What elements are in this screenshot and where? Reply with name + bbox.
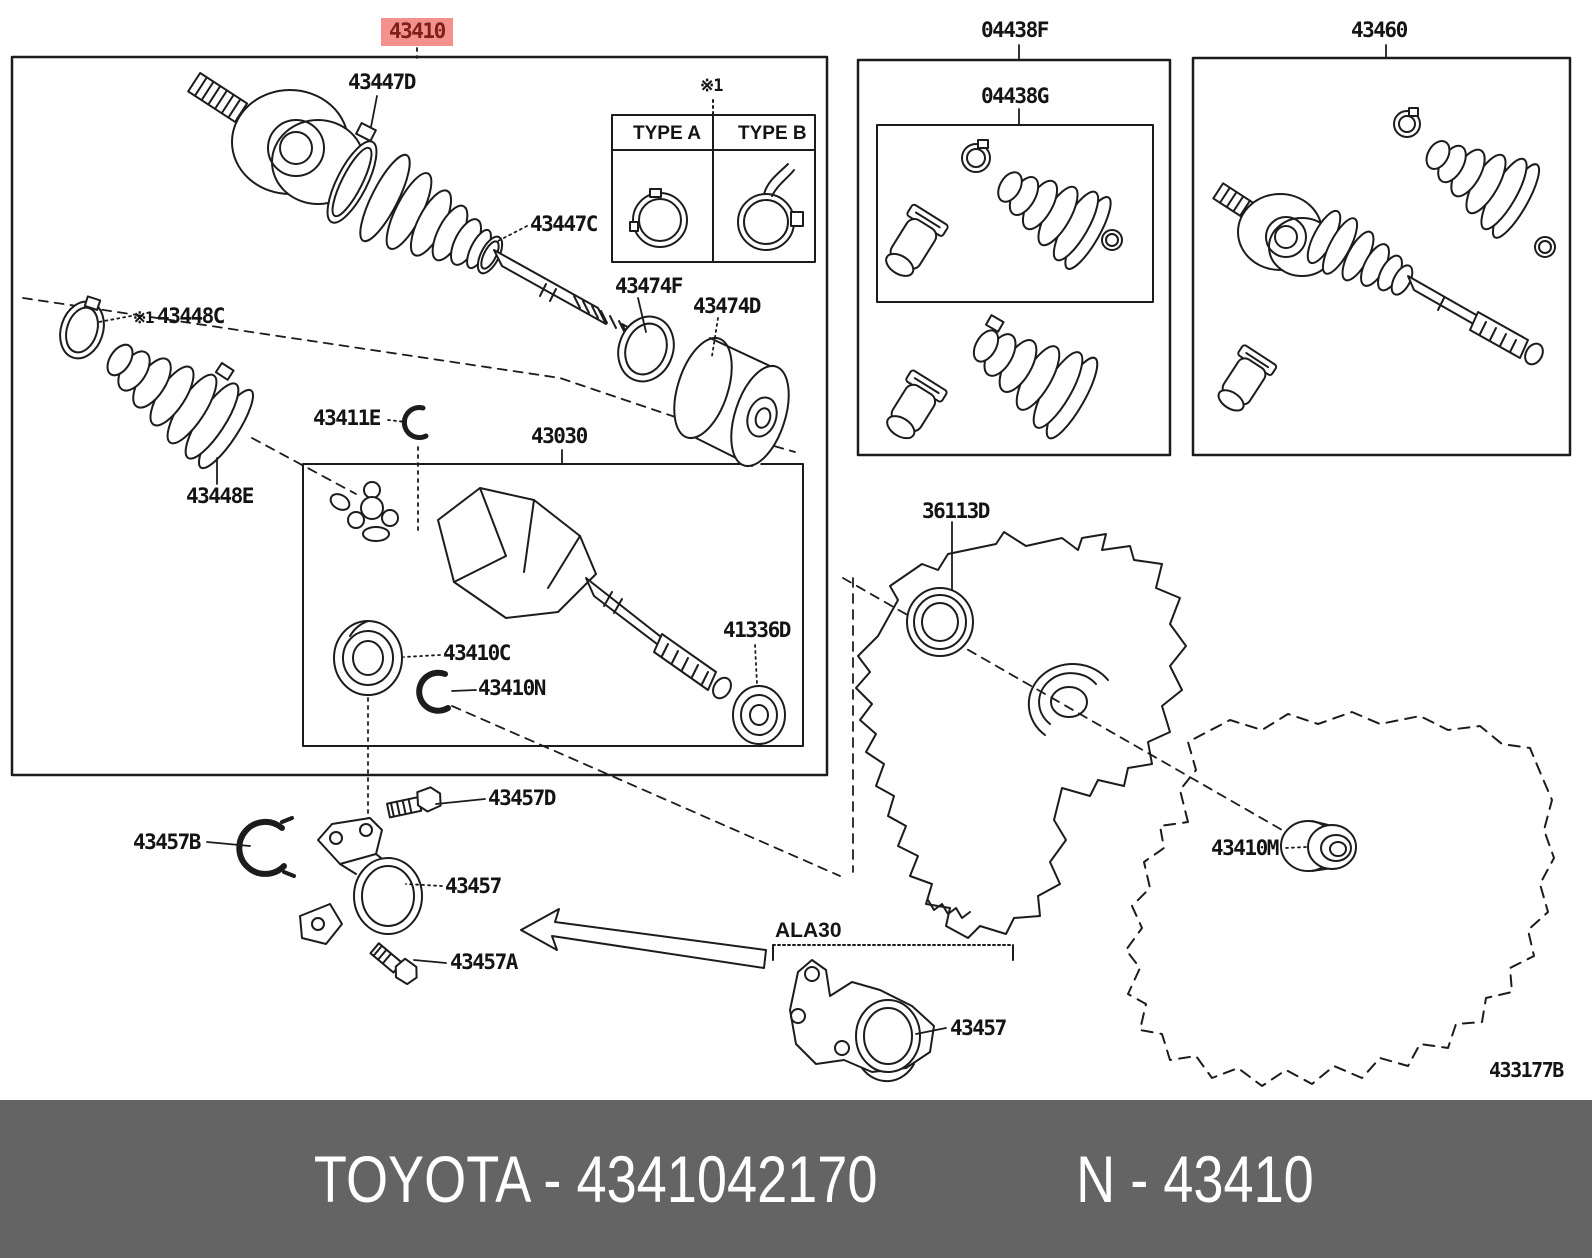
callout-shaft-assy[interactable]: 43460 xyxy=(1351,18,1408,42)
callout-bracket-bolt-lower[interactable]: 43457A xyxy=(450,950,518,974)
grease-tube-drawing xyxy=(885,203,949,277)
clamp-type-table xyxy=(611,99,816,263)
callout-bracket-bolt-upper[interactable]: 43457D xyxy=(488,786,556,810)
banner-brand-part-number: TOYOTA - 4341042170 xyxy=(314,1142,878,1216)
snap-ring-43411e-drawing xyxy=(401,405,429,441)
diagram-line-art xyxy=(10,44,1572,1087)
callout-center-bearing[interactable]: 43410C xyxy=(443,641,511,665)
case-bearing-drawing xyxy=(1280,820,1357,872)
figure-code-label: 433177B xyxy=(1489,1058,1564,1082)
callout-damper[interactable]: 43474D xyxy=(693,294,761,318)
outboard-clamp-drawing xyxy=(326,122,378,224)
type-b-clamp-drawing xyxy=(737,163,804,251)
shaft-assy-drawing xyxy=(1212,107,1556,412)
variant-code-label: ALA30 xyxy=(775,919,842,942)
callout-left-boot[interactable]: 43448E xyxy=(186,484,254,508)
transfer-case-drawing xyxy=(855,531,1187,939)
dotted-leaders xyxy=(98,225,1307,887)
boot-kit-outer-drawing xyxy=(886,314,1099,440)
callout-bracket-clip[interactable]: 43457B xyxy=(133,830,201,854)
inner-joint-housing-drawing xyxy=(437,487,732,700)
boot-kit-box xyxy=(856,58,1172,457)
lower-bolt-drawing xyxy=(369,942,418,986)
damper-ring-drawing xyxy=(617,315,675,383)
bracket-drawing xyxy=(299,817,423,945)
bracket-clip-drawing xyxy=(236,816,296,878)
inner-joint-drawing xyxy=(329,405,786,745)
shaft-bearing-drawing xyxy=(732,685,786,745)
callout-bracket-alt[interactable]: 43457 xyxy=(950,1016,1007,1040)
banner-catalog-number: N - 43410 xyxy=(1075,1142,1314,1216)
part-number-banner: TOYOTA - 4341042170 N - 43410 xyxy=(0,1100,1592,1258)
callout-bearing-snap-ring[interactable]: 43410N xyxy=(478,676,546,700)
front-drive-shaft-drawing xyxy=(187,72,653,349)
damper-drawing xyxy=(673,336,790,468)
selected-part-callout[interactable]: 43410 xyxy=(381,18,453,46)
callout-bracket[interactable]: 43457 xyxy=(445,874,502,898)
type-b-header: TYPE B xyxy=(738,123,807,144)
shaft-assy-box xyxy=(1191,56,1572,457)
type-a-clamp-drawing xyxy=(629,188,688,248)
callout-oil-seal[interactable]: 36113D xyxy=(922,499,990,523)
callout-shaft-snap-ring[interactable]: 43411E xyxy=(313,406,381,430)
callout-boot-kit-inner[interactable]: 04438G xyxy=(981,84,1049,108)
transaxle-outline-drawing xyxy=(1125,711,1555,1087)
note-ref-boot: ※1 xyxy=(133,308,155,327)
main-part-box xyxy=(10,55,829,777)
bearing-snap-ring-drawing xyxy=(416,669,451,714)
callout-boot-kit[interactable]: 04438F xyxy=(981,18,1049,42)
center-bearing-drawing xyxy=(333,620,403,696)
dotted-connectors xyxy=(367,47,419,837)
oil-seal-drawing xyxy=(906,587,974,657)
callout-damper-ring[interactable]: 43474F xyxy=(615,274,683,298)
callout-shaft-bearing[interactable]: 41336D xyxy=(723,618,791,642)
left-boot-drawing xyxy=(59,295,254,470)
type-a-header: TYPE A xyxy=(633,123,701,144)
left-boot-clamp-drawing xyxy=(59,295,105,360)
variant-bracket-drawing xyxy=(772,944,1014,1083)
upper-bolt-drawing xyxy=(386,786,442,819)
leader-lines xyxy=(206,44,1387,1035)
callout-inboard-clamp[interactable]: 43447C xyxy=(530,212,598,236)
tripod-spider-drawing xyxy=(329,481,399,542)
note-ref-table: ※1 xyxy=(700,76,724,96)
callout-case-bearing[interactable]: 43410M xyxy=(1211,836,1279,860)
boot-kit-inner-drawing xyxy=(885,139,1123,277)
direction-arrow xyxy=(520,908,767,969)
callout-inner-joint-box[interactable]: 43030 xyxy=(531,424,588,448)
callout-outboard-clamp[interactable]: 43447D xyxy=(348,70,416,94)
